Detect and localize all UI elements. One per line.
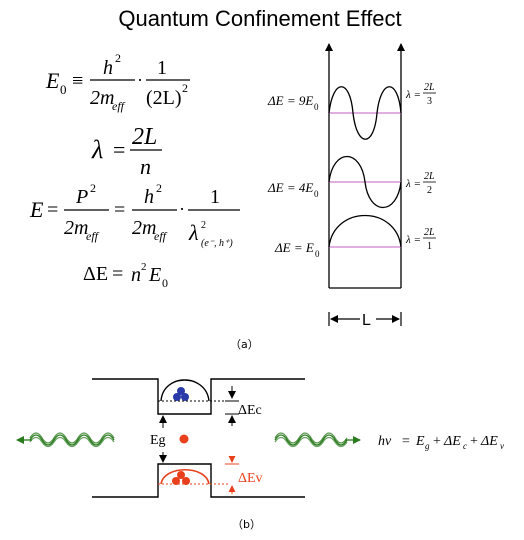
svg-text:2: 2 xyxy=(141,261,147,273)
valence-band-edge xyxy=(92,463,305,498)
svg-text:2: 2 xyxy=(156,181,162,195)
svg-text:2: 2 xyxy=(90,181,96,195)
svg-text:3: 3 xyxy=(427,96,432,107)
svg-text:0: 0 xyxy=(315,249,320,259)
de-label-n1: ΔE = E xyxy=(274,240,314,255)
hole-wavefunction xyxy=(160,469,210,485)
svg-text:2m: 2m xyxy=(90,87,114,109)
svg-text:ΔE: ΔE xyxy=(480,434,498,449)
svg-text:ΔE: ΔE xyxy=(83,263,108,285)
svg-text:(2L): (2L) xyxy=(146,87,182,109)
svg-text:=: = xyxy=(112,263,123,285)
svg-text:=: = xyxy=(402,434,410,449)
svg-text:λ =: λ = xyxy=(405,178,421,190)
svg-text:·: · xyxy=(179,199,185,219)
svg-text:(e⁻, h⁺): (e⁻, h⁺) xyxy=(201,238,233,249)
svg-text:1: 1 xyxy=(157,57,167,79)
svg-text:v: v xyxy=(500,441,504,451)
caption-a: （a） xyxy=(230,338,259,351)
well-width-label: L xyxy=(362,312,371,329)
svg-text:P: P xyxy=(75,186,88,208)
svg-text:g: g xyxy=(425,441,430,451)
svg-text:=: = xyxy=(47,199,58,221)
de-label-n3: ΔE = 9E xyxy=(267,93,313,108)
wavefunction-n2 xyxy=(328,155,402,209)
svg-text:λ: λ xyxy=(91,135,103,164)
svg-text:E: E xyxy=(148,264,161,286)
electron-wavefunction xyxy=(160,379,210,402)
photon-left xyxy=(16,432,115,448)
svg-text:0: 0 xyxy=(60,82,67,97)
electron-cluster xyxy=(173,387,189,401)
page-title: Quantum Confinement Effect xyxy=(118,6,402,31)
svg-text:2L: 2L xyxy=(424,171,435,182)
svg-text:λ =: λ = xyxy=(405,234,421,246)
svg-text:c: c xyxy=(463,441,467,451)
svg-text:2: 2 xyxy=(115,51,121,65)
svg-text:0: 0 xyxy=(314,102,319,112)
svg-text:hν: hν xyxy=(378,434,392,449)
svg-text:2L: 2L xyxy=(132,124,157,150)
svg-text:ΔE: ΔE xyxy=(443,434,461,449)
svg-text:E: E xyxy=(45,68,60,93)
svg-text:2m: 2m xyxy=(132,217,156,239)
svg-text:λ =: λ = xyxy=(405,89,421,101)
svg-text:eff: eff xyxy=(154,229,168,243)
svg-text:2: 2 xyxy=(427,185,432,196)
svg-text:eff: eff xyxy=(112,99,126,113)
infinite-well xyxy=(325,43,405,289)
svg-text:+: + xyxy=(470,434,478,449)
svg-text:n: n xyxy=(140,154,151,179)
svg-text:2: 2 xyxy=(182,81,188,95)
svg-text:+: + xyxy=(433,434,441,449)
svg-text:E: E xyxy=(29,197,44,222)
svg-text:eff: eff xyxy=(86,229,100,243)
lambda-labels: λ = 2L 3 λ = 2L 2 λ = 2L 1 xyxy=(405,82,436,252)
svg-text:1: 1 xyxy=(210,186,220,208)
svg-text:1: 1 xyxy=(427,241,432,252)
svg-text:E: E xyxy=(415,434,425,449)
svg-text:0: 0 xyxy=(314,189,319,199)
svg-text:h: h xyxy=(144,186,154,208)
recombination-dot xyxy=(179,434,189,444)
eg-label: Eg xyxy=(150,433,166,448)
photon-right xyxy=(274,432,361,448)
svg-text:0: 0 xyxy=(162,276,168,290)
svg-text:λ: λ xyxy=(188,220,199,245)
svg-text:2m: 2m xyxy=(64,217,88,239)
equation-e0: E 0 ≡ h 2 2m eff · 1 (2L) 2 xyxy=(45,51,190,113)
svg-text:2L: 2L xyxy=(424,227,435,238)
delta-e-labels: ΔE = 9E 0 ΔE = 4E 0 ΔE = E 0 xyxy=(267,93,320,259)
band-diagram: Eg ΔEc ΔEv hν = E xyxy=(16,378,504,498)
svg-text:·: · xyxy=(137,70,143,90)
hole-cluster xyxy=(172,471,190,485)
svg-text:h: h xyxy=(103,57,113,79)
svg-text:≡: ≡ xyxy=(72,70,83,92)
de-label-n2: ΔE = 4E xyxy=(267,180,313,195)
photon-energy-equation: hν = E g + ΔE c + ΔE v xyxy=(378,434,504,451)
svg-text:n: n xyxy=(131,264,141,286)
wavefunction-n1 xyxy=(328,215,402,248)
equation-lambda: λ = 2L n xyxy=(91,124,162,179)
svg-text:=: = xyxy=(113,137,125,162)
wavefunction-n3 xyxy=(328,86,402,140)
equation-energy: E = P 2 2m eff = h 2 2m eff · 1 λ 2 (e⁻,… xyxy=(29,181,240,249)
conduction-band-edge xyxy=(92,378,305,415)
svg-text:=: = xyxy=(114,199,125,221)
caption-b: （b） xyxy=(232,518,261,531)
svg-text:2: 2 xyxy=(201,220,206,231)
delta-ev-label: ΔEv xyxy=(238,471,263,486)
delta-ec-label: ΔEc xyxy=(238,403,262,418)
well-width-dimension: L xyxy=(328,312,402,329)
svg-text:2L: 2L xyxy=(424,82,435,93)
equation-delta-e: ΔE = n 2 E 0 xyxy=(83,261,168,290)
